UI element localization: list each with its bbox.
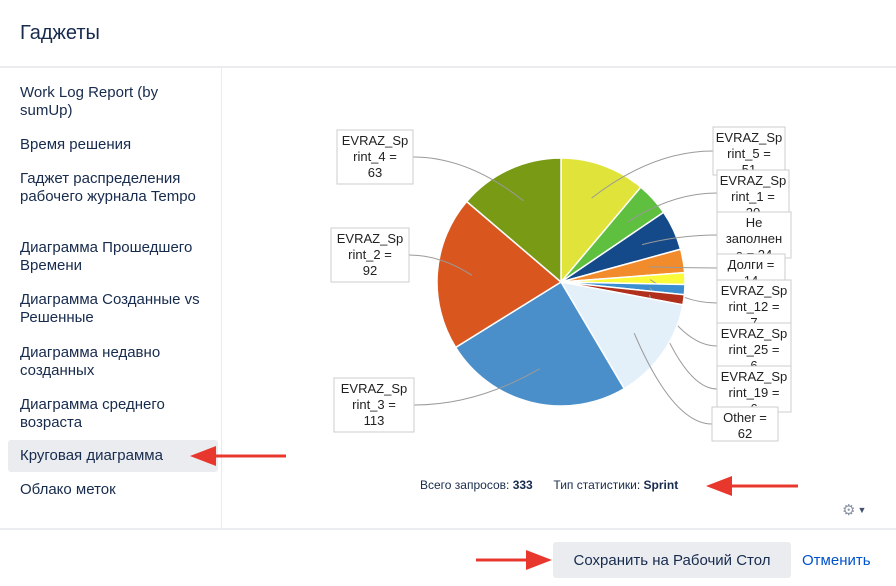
slice-leader-line	[633, 333, 713, 425]
total-issues-label: Всего запросов:	[420, 478, 510, 492]
slice-leader-line	[627, 192, 718, 223]
slice-label-text: rint_19 =	[729, 385, 780, 400]
pie-slice	[560, 157, 642, 285]
slice-leader-line	[591, 150, 714, 199]
total-issues-value: 333	[512, 478, 533, 492]
slice-label-text: EVRAZ_Sp	[720, 173, 786, 188]
slice-label-text: Долги =	[728, 257, 775, 272]
slice-label-text: 92	[363, 263, 377, 278]
sidebar-item-tempo-worklog-gadget[interactable]: Гаджет распределения рабочего журнала Te…	[20, 170, 196, 205]
slice-leader-line	[648, 266, 718, 269]
pie-slice	[465, 157, 562, 284]
pie-slice	[559, 280, 684, 390]
slice-label-text: rint_1 =	[731, 189, 775, 204]
annotation-arrow-save	[476, 550, 552, 570]
cancel-link[interactable]: Отменить	[796, 542, 886, 578]
gear-icon: ⚙	[842, 502, 856, 519]
dialog-footer: Сохранить на Рабочий Стол Отменить	[0, 528, 896, 586]
slice-label: Other =62	[711, 406, 779, 442]
gadget-sidebar: Work Log Report (by sumUp) Время решения…	[0, 68, 222, 528]
statistic-type-label: Тип статистики:	[553, 478, 641, 492]
sidebar-item-created-vs-resolved[interactable]: Диаграмма Созданные vs Решенные	[20, 291, 200, 326]
slice-label-text: rint_4 =	[353, 149, 397, 164]
sidebar-item-time-since-chart[interactable]: Диаграмма Прошедшего Времени	[20, 239, 193, 274]
slice-label-text: EVRAZ_Sp	[337, 231, 403, 246]
slice-label-text: rint_25 =	[729, 342, 780, 357]
dialog-title: Гаджеты	[20, 22, 100, 44]
slice-label: Незаполнено = 24	[716, 211, 792, 262]
slice-leader-line	[412, 156, 524, 202]
sidebar-item-average-age[interactable]: Диаграмма среднего возраста	[20, 396, 165, 431]
stats-line: Всего запросов: 333 Тип статистики: Spri…	[420, 478, 678, 492]
slice-label: EVRAZ_Sprint_4 =63	[336, 129, 414, 185]
annotation-arrow-sidebar	[190, 446, 286, 466]
slice-label: EVRAZ_Sprint_2 =92	[330, 227, 410, 283]
slice-label-text: rint_12 =	[729, 299, 780, 314]
save-to-dashboard-button[interactable]: Сохранить на Рабочий Стол	[553, 542, 791, 578]
pie-slice	[454, 280, 626, 407]
slice-leader-line	[408, 254, 473, 276]
gadget-preview: EVRAZ_Sprint_5 =51EVRAZ_Sprint_1 =20Неза…	[223, 68, 896, 528]
sidebar-item-recently-created[interactable]: Диаграмма недавно созданных	[20, 344, 161, 379]
slice-label: EVRAZ_Sprint_25 =6	[716, 322, 792, 373]
pie-chart: EVRAZ_Sprint_5 =51EVRAZ_Sprint_1 =20Неза…	[330, 126, 792, 442]
slice-leader-line	[641, 234, 718, 246]
slice-label: EVRAZ_Sprint_1 =20	[716, 169, 790, 220]
slice-label-text: Не	[746, 215, 763, 230]
pie-slice	[436, 200, 563, 349]
sidebar-item-resolution-time[interactable]: Время решения	[20, 136, 132, 153]
statistic-type-value: Sprint	[643, 478, 679, 492]
slice-label-text: EVRAZ_Sp	[721, 369, 787, 384]
annotation-arrow-statistic	[706, 476, 798, 496]
slice-label-text: rint_3 =	[352, 397, 396, 412]
slice-label-text: Other =	[723, 410, 767, 425]
slice-label-text: EVRAZ_Sp	[716, 130, 782, 145]
slice-label-text: заполнен	[726, 231, 782, 246]
slice-label: EVRAZ_Sprint_5 =51	[712, 126, 786, 177]
slice-label-text: rint_2 =	[348, 247, 392, 262]
slice-label-text: EVRAZ_Sp	[342, 133, 408, 148]
slice-label-text: 63	[368, 165, 382, 180]
sidebar-item-pie-chart[interactable]: Круговая диаграмма	[8, 440, 218, 472]
slice-label-text: 113	[364, 413, 385, 428]
sidebar-item-tag-cloud[interactable]: Облако меток	[20, 481, 116, 498]
slice-label-text: EVRAZ_Sp	[341, 381, 407, 396]
slice-label: EVRAZ_Sprint_12 =7	[716, 279, 792, 330]
slice-label-text: EVRAZ_Sp	[721, 326, 787, 341]
slice-label-text: 62	[738, 426, 752, 441]
sidebar-item-work-log-report[interactable]: Work Log Report (by sumUp)	[20, 84, 159, 119]
slice-label-text: EVRAZ_Sp	[721, 283, 787, 298]
slice-leader-line	[413, 368, 541, 406]
slice-label: EVRAZ_Sprint_3 =113	[333, 377, 415, 433]
slice-label-text: rint_5 =	[727, 146, 771, 161]
slice-label: EVRAZ_Sprint_19 =6	[716, 365, 792, 416]
gadget-settings-menu[interactable]: ⚙▼	[842, 501, 876, 519]
chevron-down-icon: ▼	[857, 505, 867, 515]
dialog-header: Гаджеты	[0, 0, 896, 68]
